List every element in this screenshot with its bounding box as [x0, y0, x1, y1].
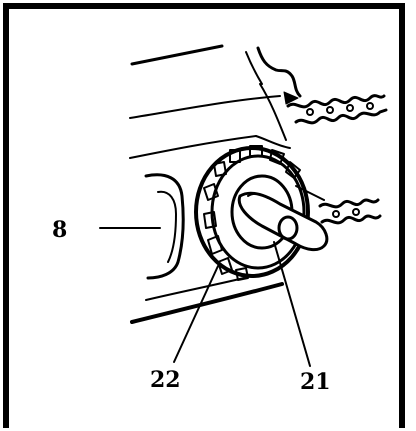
- side-cover-inner: [157, 190, 177, 263]
- housing-line-2: [129, 135, 257, 159]
- housing-bottom-line: [145, 277, 245, 301]
- saw-chain-bottom-lower: [320, 214, 382, 225]
- callout-part-22: 22: [150, 367, 181, 393]
- housing-bottom-edge: [130, 282, 284, 324]
- chain-links-top: [306, 102, 374, 116]
- housing-line-3: [255, 135, 291, 149]
- saw-chain-top-lower: [294, 108, 388, 125]
- tension-wheel-outer: [194, 146, 310, 278]
- cover-upper-curve: [245, 51, 263, 85]
- housing-line-1: [129, 95, 281, 119]
- saw-chain-bottom: [318, 198, 380, 209]
- side-cover-recess: [144, 173, 185, 280]
- locking-knob-pivot: [277, 215, 299, 241]
- tension-wheel-knurls: [203, 145, 301, 281]
- saw-chain-top: [286, 94, 386, 109]
- locking-knob-lever: [237, 191, 329, 252]
- callout-part-8: 8: [52, 217, 68, 243]
- leader-line-21: [273, 241, 311, 367]
- bar-tip-arrow: [283, 91, 299, 105]
- housing-side-curve: [259, 83, 287, 141]
- top-cover-outline: [256, 46, 302, 98]
- chain-links-bottom: [332, 208, 360, 218]
- leader-line-22: [173, 265, 219, 363]
- housing-top-edge: [130, 44, 224, 66]
- knob-highlight: [247, 192, 269, 199]
- callout-part-21: 21: [300, 369, 331, 395]
